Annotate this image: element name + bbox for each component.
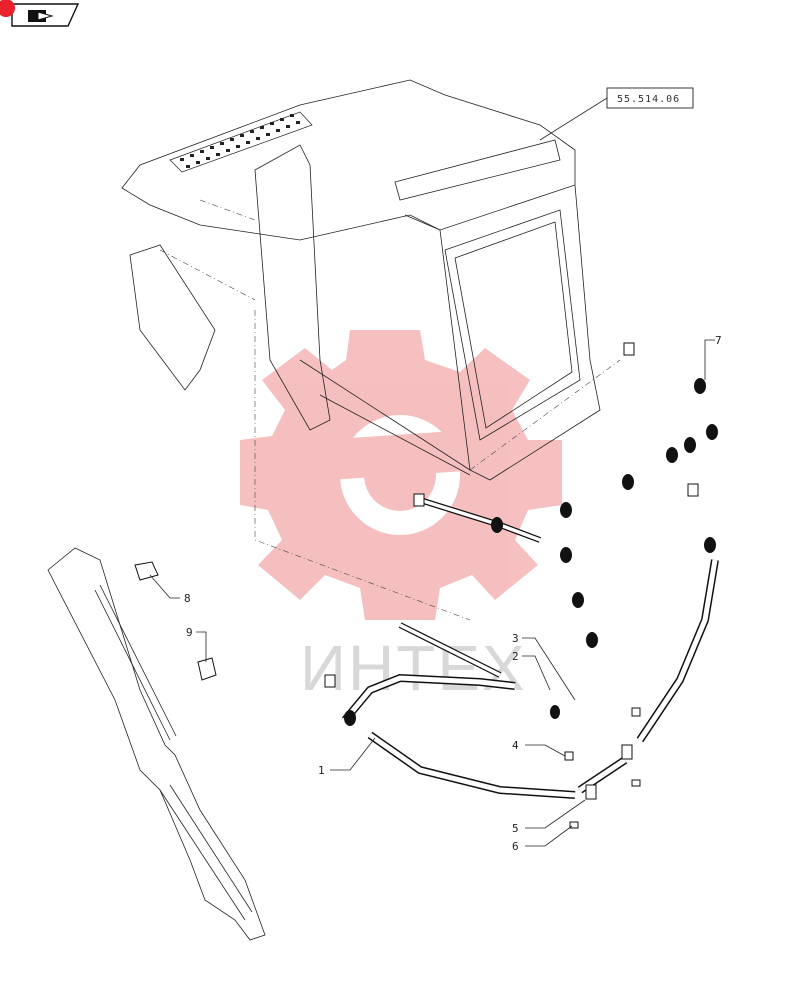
side-trim-panel (47, 547, 266, 941)
callout-9: 9 (186, 626, 193, 639)
gear-logo-icon (240, 330, 562, 620)
roof-grille (169, 111, 313, 173)
callout-5: 5 (512, 822, 519, 835)
callout-7: 7 (715, 334, 722, 347)
callout-4: 4 (512, 739, 519, 752)
nav-badge (0, 0, 15, 17)
hose-fitting (324, 342, 699, 829)
callout-8: 8 (184, 592, 191, 605)
reference-box[interactable]: 55.514.06 (539, 87, 694, 141)
callout-1: 1 (318, 764, 325, 777)
callout-3: 3 (512, 632, 519, 645)
reference-label: 55.514.06 (617, 94, 680, 105)
clip-part (134, 561, 217, 681)
callout-leaders (149, 339, 715, 847)
hose-assembly (134, 342, 748, 829)
book-arrow-icon (28, 10, 54, 22)
hose-clamp (344, 378, 718, 726)
cab-frame (121, 79, 621, 621)
callout-2: 2 (512, 650, 519, 663)
nav-button[interactable] (0, 0, 80, 27)
callout-6: 6 (512, 840, 519, 853)
